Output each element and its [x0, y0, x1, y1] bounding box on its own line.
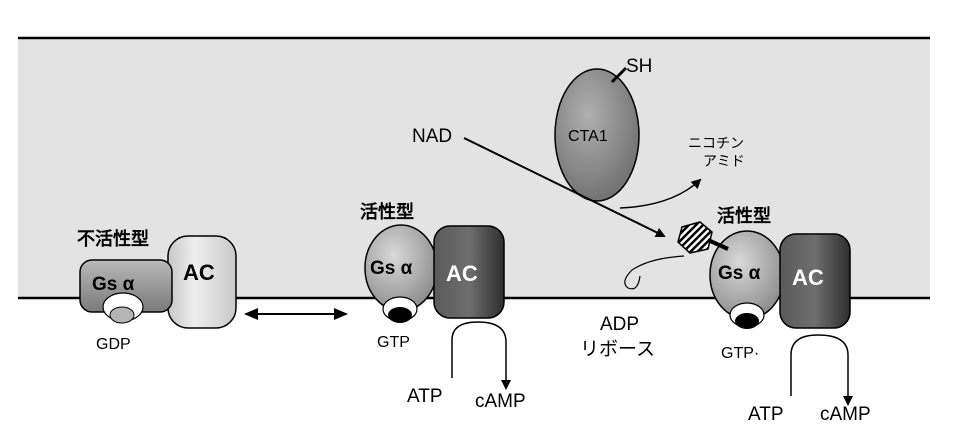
- gtp-label-1: GTP: [377, 334, 410, 351]
- cta1-subunit: [554, 68, 640, 202]
- sh-label: SH: [626, 56, 652, 77]
- ac-label-active-1: AC: [446, 261, 478, 286]
- atp-camp-arrow-1: [451, 321, 511, 390]
- atp-label-2: ATP: [748, 404, 784, 425]
- atp-camp-arrow-2: [790, 334, 853, 406]
- active-state-label-2: 活性型: [717, 205, 771, 226]
- camp-label-1: cAMP: [475, 391, 526, 412]
- inactive-state-label: 不活性型: [77, 228, 149, 249]
- gtp-molecule-1: [388, 307, 412, 323]
- gs-alpha-label-inactive: Gs α: [92, 274, 135, 295]
- nad-label: NAD: [412, 126, 452, 147]
- nad-arrow: [463, 137, 666, 237]
- camp-label-2: cAMP: [820, 404, 871, 425]
- ac-active-2: [779, 233, 851, 329]
- gs-alpha-label-active-1: Gs α: [370, 258, 413, 279]
- nicotinamide-label-1: ニコチン: [688, 135, 744, 151]
- gtp-molecule-2: [735, 313, 759, 329]
- gs-alpha-label-active-2: Gs α: [718, 263, 761, 284]
- ac-label-active-2: AC: [792, 265, 824, 290]
- nicotinamide-label-2: アミド: [703, 153, 745, 169]
- gdp-label: GDP: [96, 336, 131, 353]
- ac-active-1: [433, 225, 505, 319]
- active-state-label-1: 活性型: [360, 201, 414, 222]
- adp-ribose-hexagon: [677, 221, 713, 254]
- cta1-label: CTA1: [568, 128, 608, 145]
- nicotinamide-arrow: [619, 178, 702, 209]
- adp-ribose-tether: [624, 255, 685, 290]
- atp-label-1: ATP: [407, 386, 443, 407]
- gdp-molecule: [109, 306, 135, 324]
- ac-label-inactive: AC: [183, 260, 215, 285]
- ribose-label: リボース: [580, 338, 655, 360]
- adp-ribose-bond: [707, 238, 729, 251]
- gtp-label-2: GTP·: [721, 345, 759, 362]
- sh-bond: [610, 66, 628, 84]
- adp-label: ADP: [600, 314, 639, 335]
